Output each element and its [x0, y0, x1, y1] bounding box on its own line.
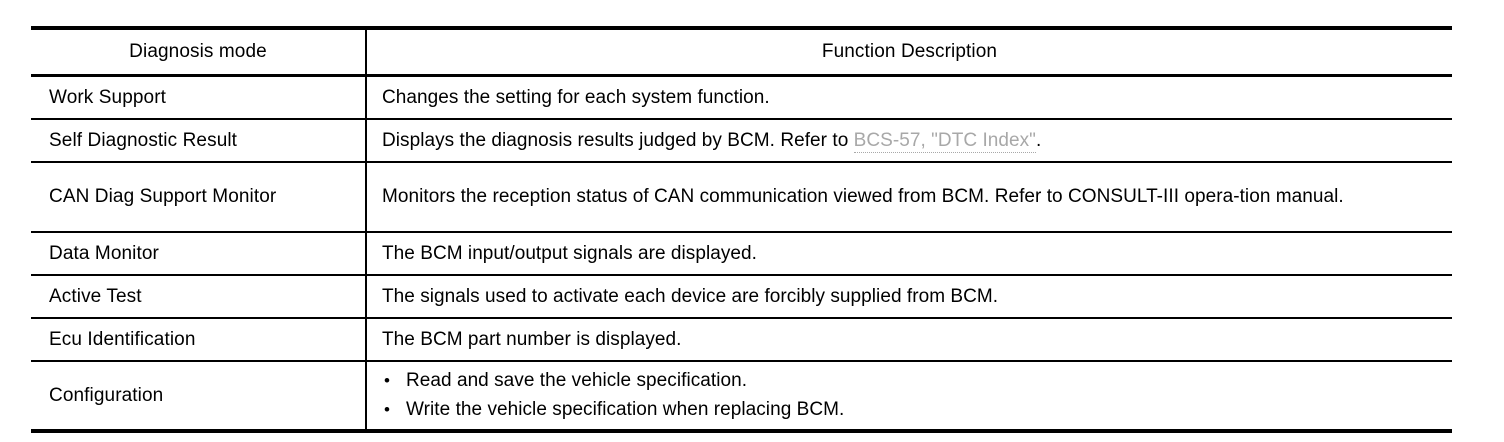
- description-prefix: Displays the diagnosis results judged by…: [382, 129, 854, 151]
- cell-diagnosis-mode: Work Support: [31, 75, 367, 119]
- cell-diagnosis-mode: Ecu Identification: [31, 316, 367, 361]
- description-suffix: .: [1035, 129, 1042, 151]
- cell-diagnosis-mode: Configuration: [31, 359, 367, 431]
- function-description-text: Changes the setting for each system func…: [382, 86, 770, 108]
- cell-function-description: Changes the setting for each system func…: [366, 75, 1452, 119]
- cell-diagnosis-mode: Self Diagnostic Result: [31, 117, 367, 162]
- diagnosis-mode-label: Work Support: [49, 86, 167, 108]
- function-description-text: Monitors the reception status of CAN com…: [382, 186, 1344, 207]
- table-row: Ecu Identification The BCM part number i…: [31, 316, 1452, 361]
- cell-function-description: Monitors the reception status of CAN com…: [366, 160, 1452, 232]
- table-row: Work Support Changes the setting for eac…: [31, 75, 1452, 119]
- diagnosis-mode-label: Self Diagnostic Result: [49, 129, 238, 151]
- function-description-text: The signals used to activate each device…: [382, 285, 999, 307]
- cell-function-description: Read and save the vehicle specification.…: [366, 359, 1452, 431]
- table-row: Self Diagnostic Result Displays the diag…: [31, 117, 1452, 162]
- table-row: Active Test The signals used to activate…: [31, 273, 1452, 318]
- header-cell-function-description: Function Description: [366, 28, 1452, 77]
- header-label-function-description: Function Description: [821, 41, 998, 62]
- function-description-text: The BCM input/output signals are display…: [382, 242, 757, 264]
- cell-diagnosis-mode: Active Test: [31, 273, 367, 318]
- diagnosis-mode-table: Diagnosis mode Function Description Work…: [31, 26, 1452, 433]
- function-description-text: Displays the diagnosis results judged by…: [367, 127, 1452, 154]
- function-description-bullet-list: Read and save the vehicle specification.…: [367, 366, 1452, 424]
- cell-function-description: The signals used to activate each device…: [366, 273, 1452, 318]
- header-cell-diagnosis-mode: Diagnosis mode: [31, 28, 367, 77]
- table-header: Diagnosis mode Function Description: [31, 28, 1452, 77]
- list-item: Write the vehicle specification when rep…: [382, 395, 1438, 424]
- table-row: CAN Diag Support Monitor Monitors the re…: [31, 160, 1452, 232]
- diagnosis-mode-label: CAN Diag Support Monitor: [49, 186, 277, 207]
- diagnosis-mode-label: Configuration: [49, 384, 164, 406]
- cell-diagnosis-mode: CAN Diag Support Monitor: [31, 160, 367, 232]
- diagnosis-mode-label: Active Test: [49, 285, 142, 307]
- cell-function-description: The BCM part number is displayed.: [366, 316, 1452, 361]
- diagnosis-mode-label: Data Monitor: [49, 242, 159, 264]
- diagnosis-mode-label: Ecu Identification: [49, 328, 196, 350]
- cell-diagnosis-mode: Data Monitor: [31, 230, 367, 275]
- cell-function-description: The BCM input/output signals are display…: [366, 230, 1452, 275]
- cell-function-description: Displays the diagnosis results judged by…: [366, 117, 1452, 162]
- table-row: Configuration Read and save the vehicle …: [31, 359, 1452, 431]
- list-item: Read and save the vehicle specification.: [382, 366, 1438, 395]
- table-header-row: Diagnosis mode Function Description: [31, 28, 1452, 77]
- table-body: Work Support Changes the setting for eac…: [31, 75, 1452, 431]
- function-description-text: The BCM part number is displayed.: [382, 328, 682, 350]
- cross-reference-link[interactable]: BCS-57, "DTC Index": [853, 129, 1036, 153]
- table-row: Data Monitor The BCM input/output signal…: [31, 230, 1452, 275]
- header-label-diagnosis-mode: Diagnosis mode: [129, 41, 267, 62]
